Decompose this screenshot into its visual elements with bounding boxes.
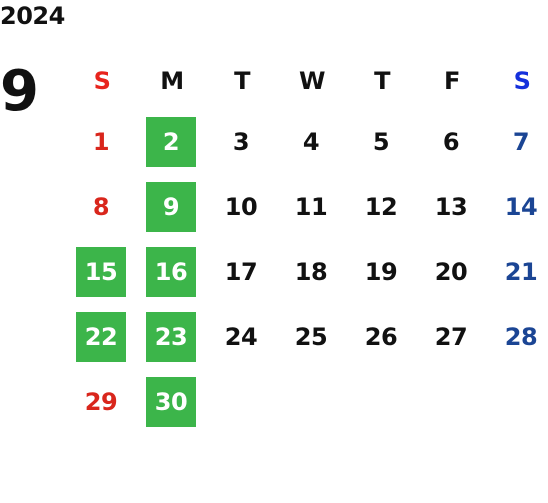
day-highlight [146, 377, 196, 427]
day-cell[interactable]: 18 [277, 239, 347, 304]
day-number: 11 [294, 192, 328, 221]
day-cell[interactable]: 3 [207, 109, 277, 174]
day-cell[interactable]: 6 [417, 109, 487, 174]
day-number: 15 [84, 257, 118, 286]
day-cell[interactable]: 9 [137, 174, 207, 239]
day-cell-empty [347, 369, 417, 434]
day-cell[interactable]: 26 [347, 304, 417, 369]
day-number: 4 [302, 127, 320, 156]
weekday-header-sat: S [513, 66, 531, 95]
day-cell[interactable]: 14 [487, 174, 548, 239]
day-cell[interactable]: 27 [417, 304, 487, 369]
day-cell[interactable]: 2 [137, 109, 207, 174]
weekday-header-tue: T [234, 66, 250, 95]
day-cell[interactable]: 5 [347, 109, 417, 174]
day-number: 10 [224, 192, 258, 221]
day-cell[interactable]: 30 [137, 369, 207, 434]
day-cell[interactable]: 24 [207, 304, 277, 369]
day-cell[interactable]: 25 [277, 304, 347, 369]
calendar-month: 9 [0, 59, 39, 124]
day-highlight [146, 182, 196, 232]
day-number: 3 [232, 127, 250, 156]
day-highlight [146, 247, 196, 297]
day-cell[interactable]: 22 [67, 304, 137, 369]
day-number: 19 [364, 257, 398, 286]
day-number: 27 [434, 322, 468, 351]
day-number: 12 [364, 192, 398, 221]
day-number: 18 [294, 257, 328, 286]
day-number: 1 [92, 127, 110, 156]
day-cell[interactable]: 20 [417, 239, 487, 304]
day-number: 29 [84, 387, 118, 416]
day-number: 8 [92, 192, 110, 221]
day-cell-empty [487, 369, 548, 434]
day-cell-empty [277, 369, 347, 434]
day-highlight [146, 117, 196, 167]
day-cell[interactable]: 28 [487, 304, 548, 369]
day-number: 17 [224, 257, 258, 286]
day-number: 26 [364, 322, 398, 351]
day-highlight [76, 312, 126, 362]
day-cell[interactable]: 8 [67, 174, 137, 239]
day-cell[interactable]: 4 [277, 109, 347, 174]
day-cell-empty [417, 369, 487, 434]
calendar-year: 2024 [0, 2, 65, 30]
day-cell[interactable]: 7 [487, 109, 548, 174]
day-number: 28 [504, 322, 538, 351]
weekday-header-mon: M [160, 66, 184, 95]
calendar-grid: S M T W T F S 1 2 3 4 5 6 7 8 9 10 11 12… [67, 52, 548, 434]
weekday-header-thu: T [374, 66, 390, 95]
day-number: 2 [162, 127, 180, 156]
day-number: 7 [512, 127, 530, 156]
weekday-header-fri: F [444, 66, 460, 95]
weekday-header-wed: W [299, 66, 325, 95]
day-cell[interactable]: 21 [487, 239, 548, 304]
day-number: 22 [84, 322, 118, 351]
day-number: 21 [504, 257, 538, 286]
day-cell[interactable]: 1 [67, 109, 137, 174]
day-number: 23 [154, 322, 188, 351]
day-cell[interactable]: 19 [347, 239, 417, 304]
day-cell[interactable]: 15 [67, 239, 137, 304]
day-number: 25 [294, 322, 328, 351]
day-number: 14 [504, 192, 538, 221]
day-number: 9 [162, 192, 180, 221]
day-number: 24 [224, 322, 258, 351]
day-highlight [76, 247, 126, 297]
day-cell[interactable]: 23 [137, 304, 207, 369]
day-number: 30 [154, 387, 188, 416]
day-cell[interactable]: 29 [67, 369, 137, 434]
day-cell-empty [207, 369, 277, 434]
day-number: 13 [434, 192, 468, 221]
day-cell[interactable]: 13 [417, 174, 487, 239]
day-highlight [146, 312, 196, 362]
day-number: 5 [372, 127, 390, 156]
day-cell[interactable]: 16 [137, 239, 207, 304]
day-cell[interactable]: 17 [207, 239, 277, 304]
day-cell[interactable]: 12 [347, 174, 417, 239]
weekday-header-sun: S [93, 66, 111, 95]
day-cell[interactable]: 11 [277, 174, 347, 239]
day-number: 16 [154, 257, 188, 286]
day-cell[interactable]: 10 [207, 174, 277, 239]
day-number: 20 [434, 257, 468, 286]
day-number: 6 [442, 127, 460, 156]
